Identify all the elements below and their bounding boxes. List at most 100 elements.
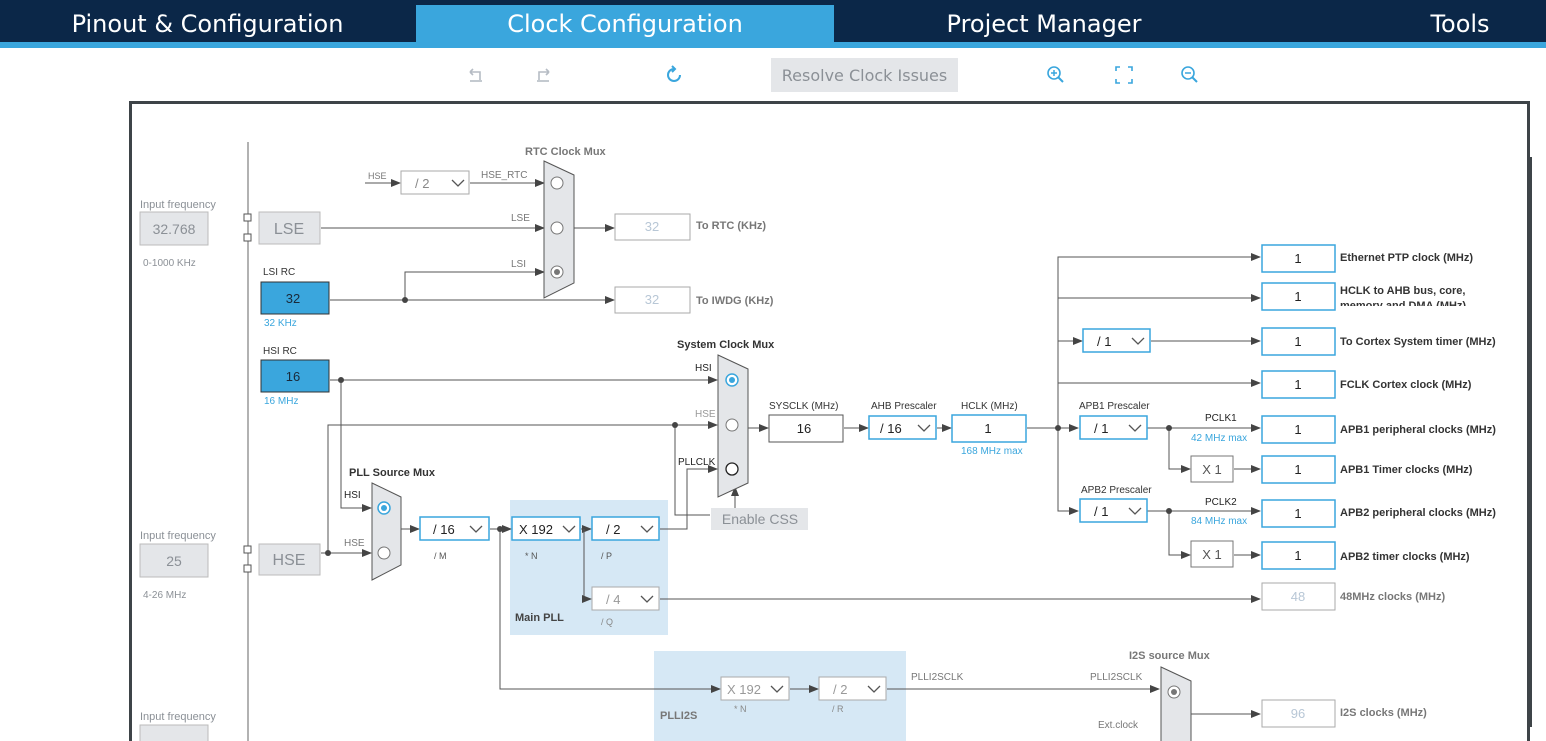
pll-source-mux-title: PLL Source Mux	[349, 467, 436, 479]
fit-icon[interactable]	[1113, 64, 1135, 86]
i2s-source-mux	[1160, 666, 1192, 741]
lse-range: 0-1000 KHz	[143, 258, 196, 269]
ext-clock-label: Ext.clock	[1098, 720, 1139, 731]
zoom-out-icon[interactable]	[1179, 64, 1201, 86]
clock-tree-diagram: Input frequency 32.768 0-1000 KHz LSE LS…	[139, 142, 1496, 741]
rtc-mux-radio-lse[interactable]	[550, 221, 564, 235]
tab-clock-configuration[interactable]: Clock Configuration	[416, 5, 834, 42]
output-value: 1	[1294, 506, 1301, 521]
tab-project-manager[interactable]: Project Manager	[835, 5, 1253, 42]
lsi-rc-value: 32	[286, 291, 300, 306]
hclk-input[interactable]	[951, 414, 1027, 443]
to-rtc-value: 32	[645, 219, 659, 234]
rtc-hse-div-value: / 2	[415, 176, 429, 191]
plli2s-r-select[interactable]	[818, 676, 887, 701]
pll-p-select[interactable]	[591, 516, 660, 541]
apb2-prescaler-select[interactable]	[1079, 498, 1148, 523]
output-label: 48MHz clocks (MHz)	[1340, 591, 1445, 603]
chevron-down-icon	[917, 424, 931, 432]
output-box[interactable]	[1261, 541, 1336, 570]
rtc-hse-label: HSE	[368, 171, 387, 181]
lsi-rc-box[interactable]	[260, 281, 330, 315]
rtc-hse-div-select[interactable]	[400, 170, 470, 195]
output-value: 48	[1291, 589, 1305, 604]
output-apb2-peripheral: 1 APB2 peripheral clocks (MHz)	[1261, 499, 1496, 528]
pclk2-label: PCLK2	[1205, 497, 1237, 508]
to-rtc-output	[614, 213, 691, 241]
pll-src-hse-label: HSE	[344, 538, 365, 549]
hclk-value: 1	[984, 421, 991, 436]
hse-input-field[interactable]	[139, 543, 209, 578]
output-label: Ethernet PTP clock (MHz)	[1340, 252, 1473, 264]
pll-m-select[interactable]	[419, 516, 490, 541]
rtc-mux-title: RTC Clock Mux	[525, 146, 607, 158]
hsi-freq: 16 MHz	[264, 396, 298, 407]
apb1-prescaler-select[interactable]	[1079, 415, 1148, 440]
output-fclk: 1 FCLK Cortex clock (MHz)	[1261, 370, 1472, 399]
tab-tools[interactable]: Tools	[1254, 5, 1546, 42]
output-label: FCLK Cortex clock (MHz)	[1340, 379, 1472, 391]
tab-pinout-configuration[interactable]: Pinout & Configuration	[0, 5, 415, 42]
lse-input-field[interactable]	[139, 211, 209, 246]
pll-n-select[interactable]	[511, 516, 581, 541]
ahb-prescaler-select[interactable]	[868, 415, 937, 440]
hse-input-value: 25	[166, 553, 182, 569]
canvas-scroll-edge	[1530, 157, 1532, 727]
cortex-timer-div-select[interactable]	[1082, 328, 1151, 353]
output-box[interactable]	[1261, 415, 1336, 444]
enable-css-button[interactable]	[711, 508, 808, 530]
plli2s-n-select[interactable]	[720, 676, 790, 701]
lsi-freq: 32 KHz	[264, 318, 297, 329]
apb1-prescaler-value: / 1	[1094, 421, 1108, 436]
pll-n-value: X 192	[519, 522, 553, 537]
undo-icon[interactable]	[465, 64, 487, 86]
pll-m-value: / 16	[433, 522, 455, 537]
ahb-prescaler-label: AHB Prescaler	[871, 401, 937, 412]
apb1-timer-multiplier	[1190, 455, 1234, 483]
sys-mux-radio-hse[interactable]	[725, 418, 739, 432]
output-box	[1261, 582, 1336, 611]
output-box[interactable]	[1261, 370, 1336, 399]
cortex-timer-div-value: / 1	[1097, 334, 1111, 349]
hsi-rc-box[interactable]	[260, 359, 330, 393]
enable-css-label: Enable CSS	[722, 511, 798, 527]
hse-range: 4-26 MHz	[143, 590, 186, 601]
hse-source-label: HSE	[273, 552, 306, 569]
apb1-prescaler-label: APB1 Prescaler	[1079, 401, 1150, 412]
pll-src-radio-hse[interactable]	[377, 546, 391, 560]
output-apb1-peripheral: 1 APB1 peripheral clocks (MHz)	[1261, 415, 1496, 444]
lse-source-label: LSE	[274, 221, 304, 238]
output-apb2-timer: 1 APB2 timer clocks (MHz)	[1261, 541, 1470, 570]
resolve-clock-issues-button[interactable]: Resolve Clock Issues	[771, 58, 958, 92]
zoom-in-icon[interactable]	[1045, 64, 1067, 86]
chevron-down-icon	[451, 179, 465, 187]
rtc-mux-radio-hse[interactable]	[550, 176, 564, 190]
sys-mux-radio-pllclk[interactable]	[725, 462, 739, 476]
hse-source-box[interactable]	[258, 543, 321, 576]
lse-source-box[interactable]	[258, 211, 321, 245]
input3-label: Input frequency	[140, 711, 216, 723]
redo-icon[interactable]	[532, 64, 554, 86]
pll-q-select[interactable]	[591, 586, 660, 611]
rtc-lse-label: LSE	[511, 213, 530, 224]
output-label: I2S clocks (MHz)	[1340, 707, 1427, 719]
output-box[interactable]	[1261, 499, 1336, 528]
output-box[interactable]	[1261, 327, 1336, 356]
output-box[interactable]	[1261, 244, 1336, 273]
sys-mux-hse-label: HSE	[695, 409, 716, 420]
plli2sclk-mux-label: PLLI2SCLK	[1090, 672, 1143, 683]
chevron-down-icon	[640, 525, 654, 533]
output-box[interactable]	[1261, 455, 1336, 484]
system-clock-mux-title: System Clock Mux	[677, 339, 775, 351]
output-value: 1	[1294, 377, 1301, 392]
input3-field[interactable]	[139, 724, 209, 741]
output-label: APB2 timer clocks (MHz)	[1340, 551, 1470, 563]
pclk1-label: PCLK1	[1205, 413, 1237, 424]
apb2-timer-mult-value: X 1	[1202, 547, 1222, 562]
refresh-icon[interactable]	[663, 64, 685, 86]
rtc-lsi-label: LSI	[511, 259, 526, 270]
output-label: APB1 peripheral clocks (MHz)	[1340, 424, 1496, 436]
output-hclk-ahb: 1 HCLK to AHB bus, core, memory and DMA …	[1261, 282, 1466, 311]
output-box[interactable]	[1261, 282, 1336, 311]
plli2s-r-value: / 2	[833, 682, 847, 697]
